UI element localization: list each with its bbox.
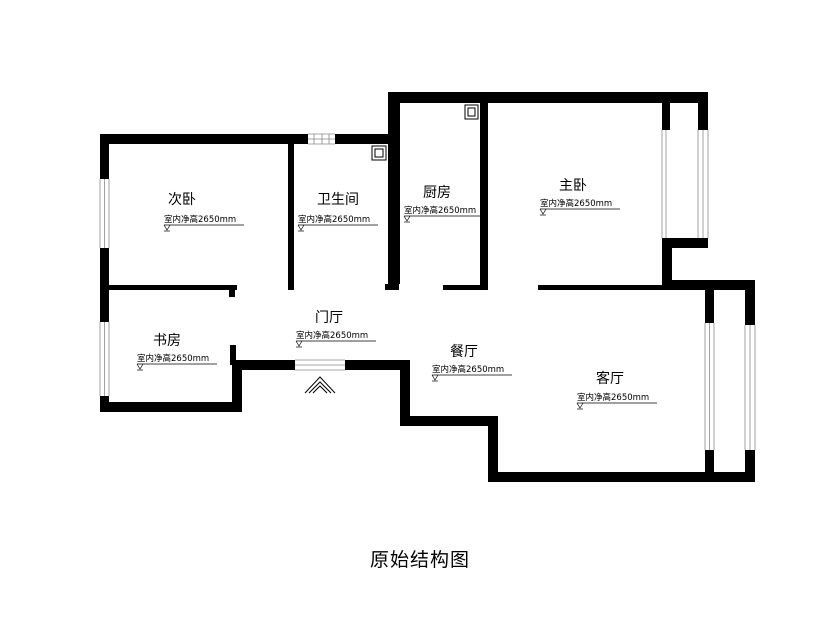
elevation-marker-icon [163,224,171,231]
wall-segment [232,360,295,370]
ceiling-height-label: 室内净高2650mm [298,214,370,225]
room-labels: 次卧室内净高2650mm卫生间室内净高2650mm厨房室内净高2650mm主卧室… [136,178,657,410]
wall-segment [100,402,242,412]
wall-segment [109,285,237,290]
ceiling-height-label: 室内净高2650mm [540,198,612,209]
room-name-second-bedroom: 次卧 [168,192,196,208]
wall-segment [388,92,708,103]
wall-segment [705,285,714,323]
wall-segment [662,238,672,290]
wall-segment [698,92,708,130]
wall-segment [335,134,390,144]
room-name-foyer: 门厅 [315,310,343,326]
wall-segment [443,285,488,290]
wall-segment [480,103,488,290]
ceiling-height-label: 室内净高2650mm [577,392,649,403]
wall-segment [100,134,308,144]
room-name-dining-room: 餐厅 [450,344,478,360]
wall-segment [385,284,399,290]
elevation-marker-icon [297,224,305,231]
wall-segment [388,92,400,144]
kitchen-shaft-inner [467,107,476,117]
ceiling-height-label: 室内净高2650mm [432,364,504,375]
wall-segment [345,360,410,370]
elevation-marker-icon [539,208,547,215]
elevation-marker-icon [431,374,439,381]
plan-title: 原始结构图 [369,549,470,571]
room-name-master-bedroom: 主卧 [559,178,587,194]
wall-segment [705,450,714,482]
entrance-arrow-icon [304,376,336,394]
wall-segment [230,345,236,365]
ceiling-height-label: 室内净高2650mm [404,205,476,216]
ceiling-height-label: 室内净高2650mm [137,353,209,364]
room-name-living-room: 客厅 [596,370,624,387]
wall-segment [400,416,498,426]
room-name-bathroom: 卫生间 [317,192,359,208]
bathroom-shaft-symbol [371,145,387,161]
bathroom-shaft-inner [374,148,384,158]
wall-segment [388,144,400,284]
wall-segment [400,360,410,426]
wall-segment [538,285,672,290]
wall-segment [488,472,755,482]
wall-segment [229,285,235,297]
wall-segment [662,238,708,248]
wall-segment [488,416,498,482]
elevation-marker-icon [576,402,584,409]
wall-segment [662,92,670,130]
ceiling-height-label: 室内净高2650mm [296,330,368,341]
walls [100,92,755,482]
elevation-marker-icon [295,340,303,347]
wall-segment [100,134,109,179]
wall-segment [288,144,294,290]
kitchen-shaft-symbol [464,104,479,120]
elevation-marker-icon [403,215,411,222]
ceiling-height-label: 室内净高2650mm [164,214,236,225]
wall-segment [745,450,755,482]
wall-segment [100,248,109,322]
windows [99,130,756,450]
room-name-kitchen: 厨房 [423,185,451,201]
wall-segment [745,280,755,325]
wall-segment [232,360,242,412]
elevation-marker-icon [136,363,144,370]
room-name-study: 书房 [153,333,181,349]
fixtures [304,104,479,394]
